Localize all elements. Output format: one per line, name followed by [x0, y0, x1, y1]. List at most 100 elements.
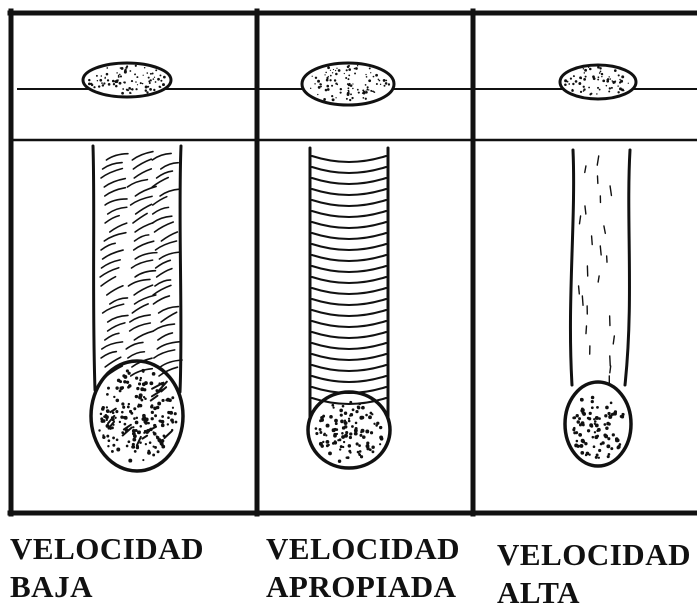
- stipple-dot: [346, 69, 348, 71]
- crater-dot: [127, 406, 129, 408]
- stipple-dot: [373, 91, 375, 93]
- crater-dot: [347, 457, 349, 459]
- ripple-arc: [312, 200, 386, 206]
- stipple-dot: [119, 74, 121, 76]
- crater-dot: [117, 448, 120, 451]
- stipple-dot: [375, 74, 378, 77]
- stipple-dot: [358, 92, 360, 94]
- crater-dot: [374, 423, 375, 424]
- ripple-arc: [312, 387, 386, 393]
- crater-dot: [356, 410, 358, 412]
- crater-dot: [596, 454, 598, 456]
- crater-dot: [366, 414, 368, 416]
- crater-dot: [150, 382, 153, 385]
- crater-dot: [594, 432, 595, 433]
- crater-dot: [610, 402, 612, 404]
- stipple-dot: [362, 97, 364, 99]
- ripple-stroke: [579, 286, 580, 294]
- crater-dot: [143, 396, 144, 397]
- crater-dot: [357, 451, 359, 453]
- stipple-dot: [147, 86, 149, 88]
- stipple-dot: [315, 77, 317, 79]
- stipple-dot: [116, 72, 118, 74]
- stipple-dot: [159, 74, 161, 76]
- crater-dot: [357, 406, 359, 408]
- crater-dot: [111, 450, 113, 452]
- ripple-stroke: [134, 285, 152, 295]
- crater-dot: [605, 435, 608, 438]
- crater-dot: [121, 416, 123, 418]
- stipple-dot: [88, 82, 91, 85]
- crater-dot: [359, 453, 360, 454]
- crater-dot: [597, 407, 599, 409]
- stipple-dot: [335, 73, 338, 76]
- ripple-arc: [312, 343, 386, 349]
- stipple-dot: [104, 78, 105, 79]
- crater-dot: [344, 412, 346, 414]
- stipple-dot: [97, 80, 98, 81]
- crater-dot: [316, 432, 318, 434]
- crater-dot: [342, 433, 344, 435]
- ripple-stroke: [155, 222, 174, 232]
- crater-dot: [573, 429, 575, 431]
- crater-dot: [585, 454, 586, 455]
- ripple-stroke: [101, 260, 120, 268]
- cross-sections: [83, 63, 636, 105]
- ripple-arc: [312, 233, 386, 239]
- crater-dot: [106, 424, 109, 427]
- stipple-dot: [148, 77, 150, 79]
- stipple-dot: [593, 77, 596, 80]
- stipple-dot: [88, 79, 90, 81]
- crater-dot: [138, 406, 140, 408]
- stipple-dot: [314, 83, 315, 84]
- crater-dot: [159, 420, 161, 422]
- stipple-dot: [143, 75, 144, 76]
- ripple-arc: [312, 321, 386, 327]
- stipple-dot: [146, 91, 148, 93]
- ripple-stroke: [136, 204, 152, 214]
- crater-dot: [607, 445, 610, 448]
- crater-dot: [126, 445, 128, 447]
- crater-dot: [108, 387, 110, 389]
- crater-dot: [140, 377, 141, 378]
- crater-dot: [343, 441, 344, 442]
- ripple-stroke: [105, 199, 127, 205]
- ripple-arc: [312, 167, 386, 173]
- crater-dot: [119, 421, 120, 422]
- stipple-dot: [357, 65, 358, 66]
- crater-dot: [154, 433, 156, 435]
- stipple-dot: [348, 91, 349, 92]
- crater-dot: [126, 370, 128, 372]
- ripple-arc: [312, 189, 386, 195]
- crater-dot: [350, 433, 352, 435]
- stipple-dot: [336, 68, 337, 69]
- crater-dot: [116, 387, 118, 389]
- stipple-dot: [332, 72, 333, 73]
- label-line-2: ALTA: [497, 574, 691, 612]
- crater-dot: [334, 433, 336, 435]
- stipple-dot: [612, 80, 613, 81]
- stipple-dot: [588, 87, 590, 89]
- crater-dot: [321, 416, 324, 419]
- ripple-stroke: [103, 250, 123, 259]
- stipple-dot: [608, 90, 610, 92]
- ripple-stroke: [156, 260, 171, 268]
- stipple-dot: [155, 81, 157, 83]
- crater-dot: [153, 454, 155, 456]
- stipple-dot: [345, 77, 347, 79]
- crater-dot: [101, 420, 103, 422]
- stipple-dot: [130, 92, 132, 94]
- crater-dot: [599, 418, 601, 420]
- stipple-dot: [319, 83, 321, 85]
- ripple-stroke: [110, 223, 127, 232]
- stipple-dot: [621, 75, 624, 78]
- crater-dot: [576, 440, 578, 442]
- stipple-dot: [329, 79, 331, 81]
- crater-dot: [157, 451, 159, 453]
- crater-dot: [134, 408, 136, 410]
- ripple-stroke: [110, 298, 128, 304]
- stipple-dot: [568, 83, 570, 85]
- stipple-dot: [583, 86, 585, 88]
- crater-dot: [356, 443, 358, 445]
- crater-dot: [611, 448, 613, 450]
